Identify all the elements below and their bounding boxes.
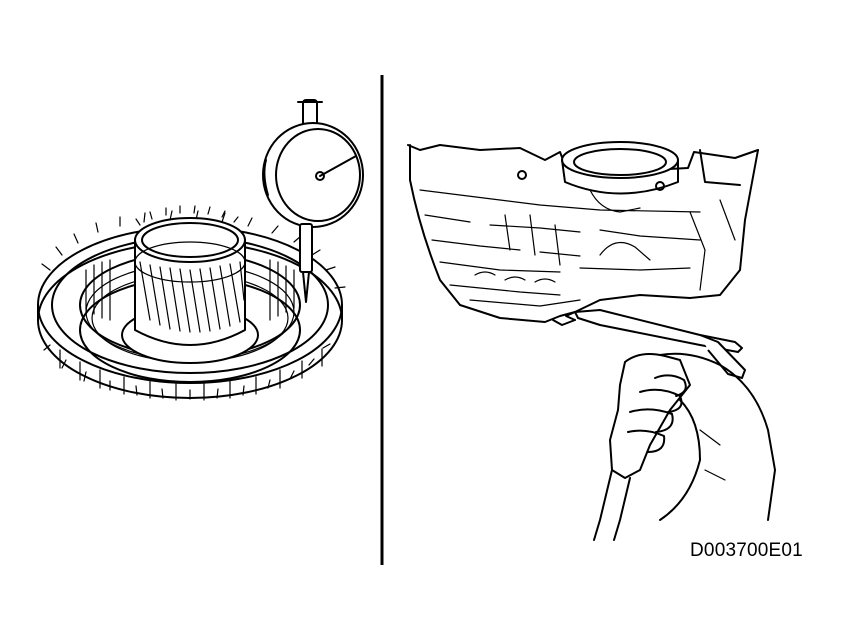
figure-code: D003700E01: [690, 540, 803, 561]
hand: [627, 352, 776, 521]
dial-indicator-on-clutch-drum-icon: [37, 99, 364, 401]
splined-hub: [121, 205, 259, 364]
air-gun: [565, 309, 746, 541]
transaxle-case: [407, 141, 759, 326]
compressed-air-gun-on-transaxle-case-icon: [407, 141, 776, 541]
dial-indicator: [262, 99, 364, 303]
